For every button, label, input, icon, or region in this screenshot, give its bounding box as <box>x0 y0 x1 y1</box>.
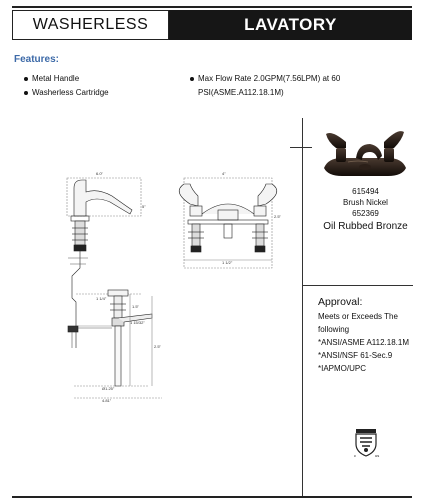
section-rule <box>290 147 312 148</box>
features-title: Features: <box>14 54 60 65</box>
header: WASHERLESS LAVATORY <box>12 10 412 42</box>
supply-line <box>71 251 81 348</box>
bullet-icon <box>190 77 194 81</box>
base-plate <box>70 215 90 222</box>
spout-outline <box>73 179 133 217</box>
top-rule <box>12 6 412 8</box>
svg-text:c: c <box>354 453 356 458</box>
model-number: 652369 <box>352 209 379 218</box>
header-title-washerless: WASHERLESS <box>12 10 169 40</box>
dim-label: 1.5" <box>132 304 140 309</box>
finish-name: Brush Nickel <box>343 198 388 207</box>
approval-line: *IAPMO/UPC <box>318 364 367 373</box>
tailpiece <box>114 325 122 387</box>
dim-label: Ø1.25" <box>102 386 115 391</box>
feature-text: Washerless Cartridge <box>32 88 109 97</box>
approval-line: *ANSI/ASME A112.18.1M <box>318 338 410 347</box>
faucet-photo <box>324 131 406 176</box>
section-rule <box>303 285 413 286</box>
dim-label: 4" <box>222 171 226 176</box>
bottom-rule <box>12 496 412 498</box>
product-info: 615494 Brush Nickel 652369 Oil Rubbed Br… <box>303 186 428 232</box>
feature-text: Max Flow Rate 2.0GPM(7.56LPM) at 60 PSI(… <box>198 74 341 97</box>
header-title-lavatory: LAVATORY <box>169 10 412 40</box>
finish-name: Oil Rubbed Bronze <box>323 221 408 232</box>
dim-label: 5" <box>142 204 146 209</box>
approval-line: Meets or Exceeds The <box>318 312 398 321</box>
cupc-certification-icon: c us <box>354 429 379 458</box>
feature-item: Metal Handle <box>24 72 109 86</box>
dim-label: 1 1/2" <box>222 260 233 265</box>
approval-title: Approval: <box>318 296 363 308</box>
approval-line: following <box>318 325 350 334</box>
shank <box>74 220 86 246</box>
dim-label: 4.81" <box>102 398 112 403</box>
bullet-icon <box>24 77 28 81</box>
bullet-icon <box>24 91 28 95</box>
svg-text:us: us <box>375 453 379 458</box>
feature-text: Metal Handle <box>32 74 80 83</box>
features-list-right: Max Flow Rate 2.0GPM(7.56LPM) at 60 PSI(… <box>190 72 355 100</box>
left-handle <box>178 183 199 207</box>
dim-label: 1 15/32" <box>130 320 145 325</box>
model-number: 615494 <box>352 187 379 196</box>
features-list-left: Metal Handle Washerless Cartridge <box>24 72 109 100</box>
front-dim-box <box>183 177 273 269</box>
approval-line: *ANSI/NSF 61-Sec.9 <box>318 351 393 360</box>
dim-label: 2.5" <box>274 214 282 219</box>
dim-label: 6.0" <box>96 171 104 176</box>
dim-label: 1 1/4" <box>96 296 107 301</box>
feature-item: Washerless Cartridge <box>24 86 109 100</box>
technical-drawing: 6.0" 4" 2.5" 1 1/2" 5" 1 1/4" 1.5" 1 15/… <box>66 171 282 403</box>
column-divider <box>302 118 303 498</box>
approval-section: Approval: Meets or Exceeds The following… <box>318 296 428 375</box>
drain-flange <box>107 289 129 297</box>
dim-label: 2.5" <box>154 344 162 349</box>
side-dim-box <box>66 177 142 217</box>
feature-item: Max Flow Rate 2.0GPM(7.56LPM) at 60 PSI(… <box>190 72 355 100</box>
right-handle <box>257 183 278 207</box>
